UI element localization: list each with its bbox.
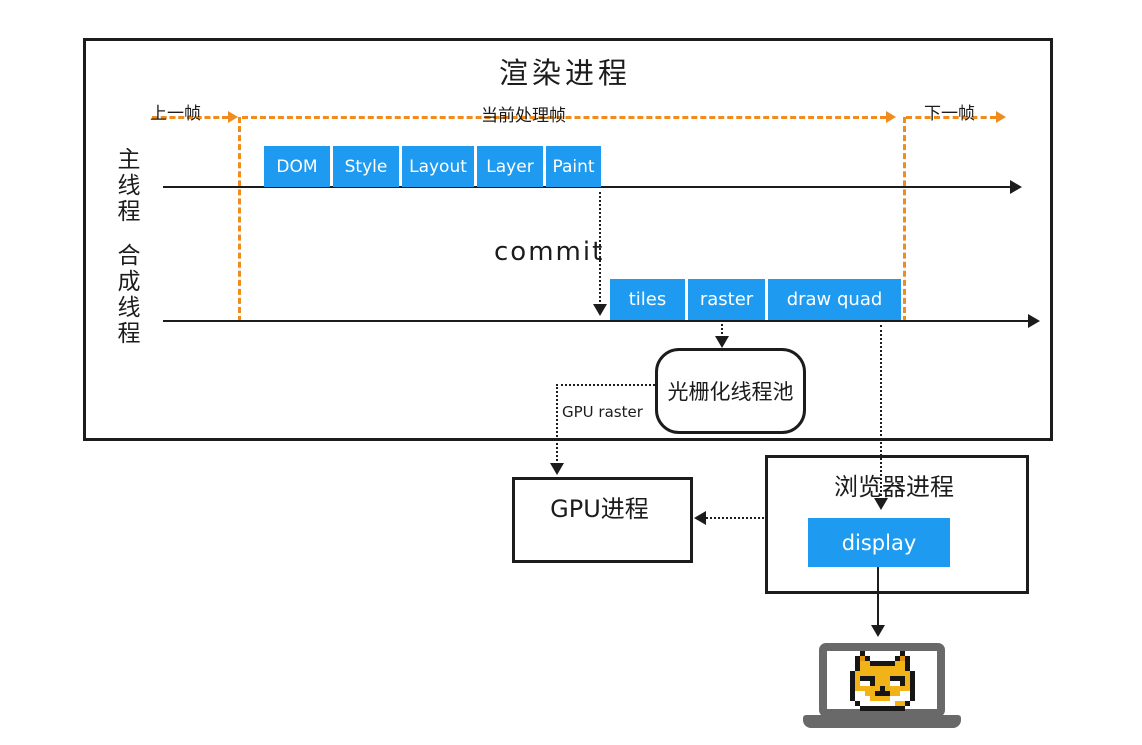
laptop-base <box>803 715 961 728</box>
stage-box-style: Style <box>333 146 399 187</box>
next-frame-arrow-line <box>906 116 996 119</box>
stage-box-dom: DOM <box>264 146 330 187</box>
gpu-raster-path-vertical <box>556 384 558 465</box>
stage-box-tiles: tiles <box>610 279 685 320</box>
frame-start-divider <box>238 117 241 322</box>
prev-frame-arrow-line <box>152 116 228 119</box>
browser-process-title: 浏览器进程 <box>834 473 954 501</box>
prev-frame-label: 上一帧 <box>150 104 201 124</box>
stage-box-draw-quad: draw quad <box>768 279 901 320</box>
stage-box-paint: Paint <box>546 146 601 187</box>
current-frame-label: 当前处理帧 <box>481 106 566 126</box>
display-to-device-line <box>877 567 879 627</box>
browser-process-box <box>765 455 1029 594</box>
gpu-raster-label: GPU raster <box>562 403 643 421</box>
commit-arrowhead-icon <box>593 304 607 316</box>
gpu-raster-arrowhead-icon <box>550 463 564 475</box>
stage-box-raster: raster <box>688 279 765 320</box>
compositor-thread-arrowhead-icon <box>1028 314 1040 328</box>
gpu-process-box <box>512 477 693 563</box>
next-frame-arrowhead-icon <box>996 111 1006 123</box>
main-thread-label: 主线程 <box>113 147 139 225</box>
stage-box-layout: Layout <box>402 146 474 187</box>
main-thread-arrowhead-icon <box>1010 180 1022 194</box>
commit-label: commit <box>494 237 605 267</box>
frame-end-divider <box>903 117 906 322</box>
raster-pool-label: 光栅化线程池 <box>667 380 794 404</box>
draw-quad-to-display-arrowhead-icon <box>874 498 888 510</box>
current-frame-line <box>242 116 886 119</box>
shiba-face-icon <box>850 651 915 711</box>
display-box: display <box>808 518 950 567</box>
render-process-title: 渲染进程 <box>498 56 631 90</box>
current-frame-arrowhead-icon <box>886 111 896 123</box>
display-to-device-arrowhead-icon <box>871 625 885 637</box>
compositor-thread-label: 合成线程 <box>113 243 139 347</box>
gpu-raster-path-horizontal <box>556 384 655 386</box>
compositor-thread-timeline <box>163 320 1031 322</box>
gpu-process-title: GPU进程 <box>550 495 649 523</box>
draw-quad-to-display-arrow-line <box>880 325 882 500</box>
main-thread-timeline <box>163 186 1013 188</box>
raster-to-pool-arrow-line <box>721 324 723 338</box>
prev-frame-arrowhead-icon <box>228 111 238 123</box>
next-frame-label: 下一帧 <box>924 104 975 124</box>
raster-to-pool-arrowhead-icon <box>715 336 729 348</box>
browser-to-gpu-arrowhead-icon <box>694 511 706 525</box>
raster-pool-box: 光栅化线程池 <box>655 348 806 434</box>
commit-arrow-line <box>599 192 601 306</box>
browser-to-gpu-arrow-line <box>706 517 764 519</box>
stage-box-layer: Layer <box>477 146 543 187</box>
render-process-box <box>83 38 1053 441</box>
